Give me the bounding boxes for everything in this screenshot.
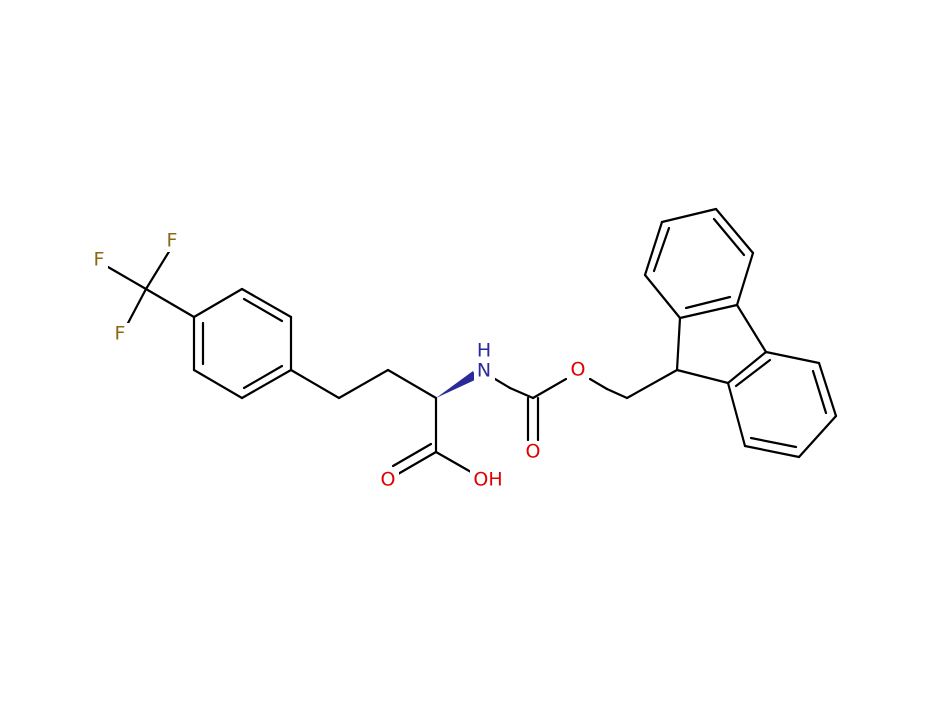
cf-bond-3 (125, 287, 148, 327)
chain-bond-2 (337, 368, 390, 400)
n-carbonyl-bond-c (508, 386, 535, 400)
cf-bond-2 (106, 265, 148, 291)
benzene-ring (192, 287, 293, 400)
nitrogen-label: N (477, 360, 491, 382)
ring-b-double-3 (684, 295, 732, 310)
carbonyl-ester-bond (531, 377, 568, 400)
carboxyl-double-bond-b (391, 442, 433, 468)
ch2-fluorenyl-bond (625, 368, 679, 400)
ring-c-bond-4 (743, 444, 801, 459)
hydrogen-label-nh: H (477, 340, 491, 362)
chain-bond-1 (289, 368, 341, 400)
carbonyl-oxygen-label: O (526, 441, 541, 463)
stereo-wedge-bond (436, 371, 477, 398)
carboxyl-oh-bond (434, 450, 473, 474)
carboxyl-double-bond-a (396, 450, 438, 476)
cf3-aryl-bond (144, 287, 196, 319)
five-ring-bond-4 (726, 350, 768, 385)
ester-oxygen-label: O (571, 359, 586, 381)
fluorine-label-1: F (167, 230, 178, 252)
ring-a-bond-4 (240, 368, 293, 400)
ring-b-double-2 (712, 217, 746, 257)
cf-bond-1 (144, 248, 172, 291)
fluorine-label-3: F (115, 323, 126, 345)
carboxylic-acid-group (391, 396, 473, 476)
ring-b-bond-4 (714, 207, 755, 255)
atom-labels: F F F H N O O O OH (90, 230, 589, 491)
ring-a-double-2 (242, 364, 284, 390)
ring-a-bond-5 (192, 368, 244, 400)
ring-a-bond-1 (192, 287, 244, 319)
carbamate-group (493, 368, 679, 442)
five-ring-bond-3 (678, 303, 739, 320)
ester-ch2-bond-o (588, 377, 609, 391)
five-ring-bond-5 (735, 303, 768, 354)
ring-c-bond-2 (817, 361, 838, 418)
ring-b-bond-5 (735, 251, 755, 307)
hydroxyl-label: OH (473, 469, 502, 491)
n-carbonyl-bond-n (493, 377, 512, 390)
ring-c-bond-1 (764, 350, 821, 365)
ester-ch2-bond-c (605, 387, 629, 400)
ring-a-bond-2 (240, 287, 293, 319)
side-chain (289, 368, 438, 400)
ring-b-double-1 (652, 226, 671, 273)
ring-c-double-2 (749, 436, 798, 449)
fluorine-label-2: F (94, 249, 105, 271)
five-ring-bond-1 (675, 316, 682, 372)
ring-b-bond-2 (643, 220, 664, 277)
ring-b-bond-3 (660, 207, 718, 224)
ring-c-double-1 (811, 369, 828, 415)
fluorenyl-group (643, 207, 838, 459)
five-ring-bond-2 (675, 368, 730, 385)
ring-c-double-3 (734, 358, 772, 388)
ring-c-bond-3 (797, 414, 838, 459)
acid-carbonyl-oxygen-label: O (381, 469, 396, 491)
ring-c-bond-5 (726, 381, 747, 448)
ring-b-bond-1 (643, 273, 682, 320)
trifluoromethyl-group (106, 248, 196, 327)
ring-a-double-1 (242, 297, 284, 323)
chain-bond-3 (386, 368, 438, 400)
